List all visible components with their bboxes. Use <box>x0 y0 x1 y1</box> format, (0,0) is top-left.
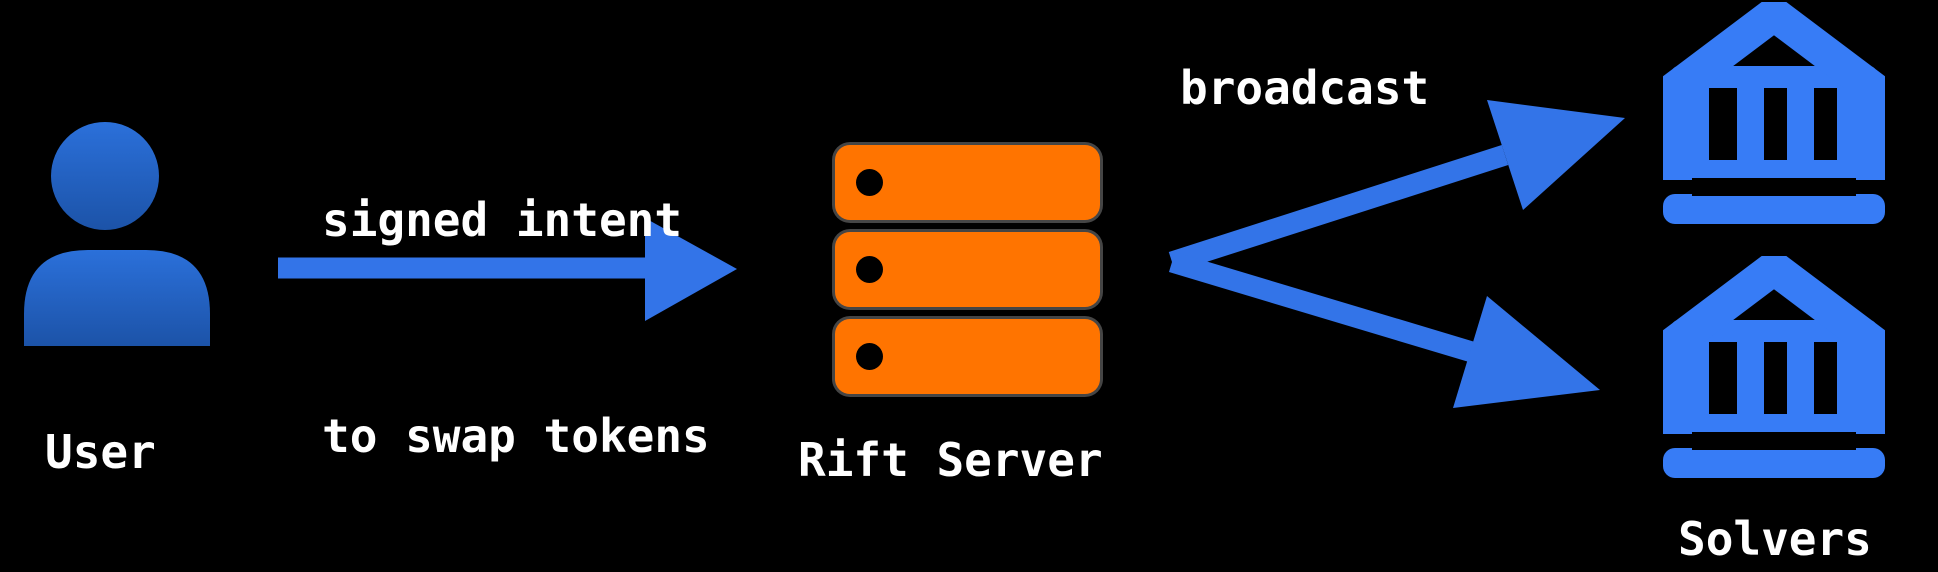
server-label: Rift Server <box>798 433 1103 487</box>
server-icon <box>835 145 1100 395</box>
server-bar-3 <box>835 319 1100 394</box>
intent-edge-label-line2: to swap tokens <box>322 409 710 463</box>
server-bar-1-dot <box>856 169 883 196</box>
user-head <box>51 122 159 230</box>
server-bar-2 <box>835 232 1100 307</box>
user-shoulders <box>24 250 210 346</box>
bank-icon-2 <box>1663 256 1885 478</box>
server-bar-1 <box>835 145 1100 220</box>
bank-icon-1 <box>1663 2 1885 224</box>
broadcast-edge-label: broadcast <box>1180 61 1430 115</box>
server-bar-2-dot <box>856 256 883 283</box>
arrow-user-to-server <box>278 218 737 321</box>
arrow-server-to-solver-1 <box>1168 100 1625 272</box>
user-icon <box>24 122 210 346</box>
arrow-server-to-solver-2 <box>1168 251 1600 408</box>
solvers-label: Solvers <box>1678 512 1872 566</box>
user-label: User <box>45 425 156 479</box>
server-bar-3-dot <box>856 343 883 370</box>
intent-edge-label-line1: signed intent <box>322 193 683 247</box>
intent-edge-label: signed intent to swap tokens <box>322 40 710 572</box>
